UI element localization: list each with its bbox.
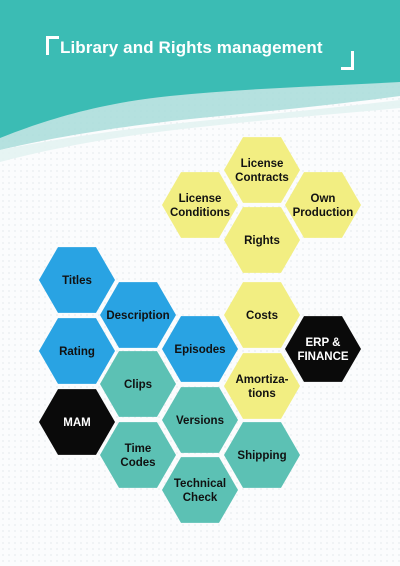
hexagon-shape — [224, 353, 300, 419]
hexagon-label: Costs — [246, 310, 278, 322]
hexagon-label: Production — [293, 207, 354, 219]
hexagon-label: Technical — [174, 478, 226, 490]
hexagon-label: Shipping — [237, 450, 286, 462]
hexagon-label: Episodes — [174, 344, 225, 356]
hexagon-label: FINANCE — [297, 351, 348, 363]
hexagon-shape — [162, 387, 238, 453]
hexagon-shape — [224, 137, 300, 203]
hexagon-label: Own — [311, 193, 336, 205]
hexagon-shape — [285, 316, 361, 382]
page-title: Library and Rights management — [60, 38, 323, 57]
hexagon-label: Contracts — [235, 172, 289, 184]
hexagon-shape — [100, 351, 176, 417]
hexagon-amortizations: Amortiza-tions — [224, 353, 300, 419]
hexagon-shape — [39, 247, 115, 313]
hexagon-label: Clips — [124, 379, 152, 391]
hexagon-erp-finance: ERP & FINANCE — [285, 316, 361, 382]
hexagon-label: Rating — [59, 346, 95, 358]
hexagon-shape — [224, 422, 300, 488]
hexagon-description: Description — [100, 282, 176, 348]
title-bracket-top-left — [46, 36, 59, 55]
header-wave-background — [0, 0, 400, 162]
hexagon-label: Amortiza- — [235, 374, 288, 386]
hexagon-clips: Clips — [100, 351, 176, 417]
hexagon-episodes: Episodes — [162, 316, 238, 382]
hexagon-label: Conditions — [170, 207, 230, 219]
hexagon-shape — [39, 318, 115, 384]
hexagon-shape — [162, 316, 238, 382]
hexagon-shape — [224, 282, 300, 348]
hexagon-label: MAM — [63, 417, 90, 429]
hexagon-shape — [100, 422, 176, 488]
hexagon-label: Check — [183, 492, 218, 504]
title-bracket-bottom-right — [341, 51, 354, 70]
hexagon-rating: Rating — [39, 318, 115, 384]
hexagon-label: Description — [106, 310, 169, 322]
hexagon-shape — [100, 282, 176, 348]
hexagon-mam: MAM — [39, 389, 115, 455]
hexagon-shipping: Shipping — [224, 422, 300, 488]
hexagon-label: Time — [125, 443, 152, 455]
hexagon-label: Codes — [120, 457, 155, 469]
hexagon-label: Versions — [176, 415, 224, 427]
hexagon-shape — [39, 389, 115, 455]
hexagon-label: Titles — [62, 275, 92, 287]
hexagon-label: License — [241, 158, 284, 170]
hexagon-titles: Titles — [39, 247, 115, 313]
hexagon-shape — [285, 172, 361, 238]
hexagon-label: License — [179, 193, 222, 205]
hexagon-shape — [224, 207, 300, 273]
page-title-frame: Library and Rights management — [46, 36, 354, 70]
hexagon-costs: Costs — [224, 282, 300, 348]
hexagon-label: Rights — [244, 235, 280, 247]
hexagon-shape — [162, 172, 238, 238]
hexagon-versions: Versions — [162, 387, 238, 453]
hexagon-rights: Rights — [224, 207, 300, 273]
hexagon-shape — [162, 457, 238, 523]
hexagon-label: ERP & — [306, 337, 341, 349]
hexagon-label: tions — [248, 388, 275, 400]
